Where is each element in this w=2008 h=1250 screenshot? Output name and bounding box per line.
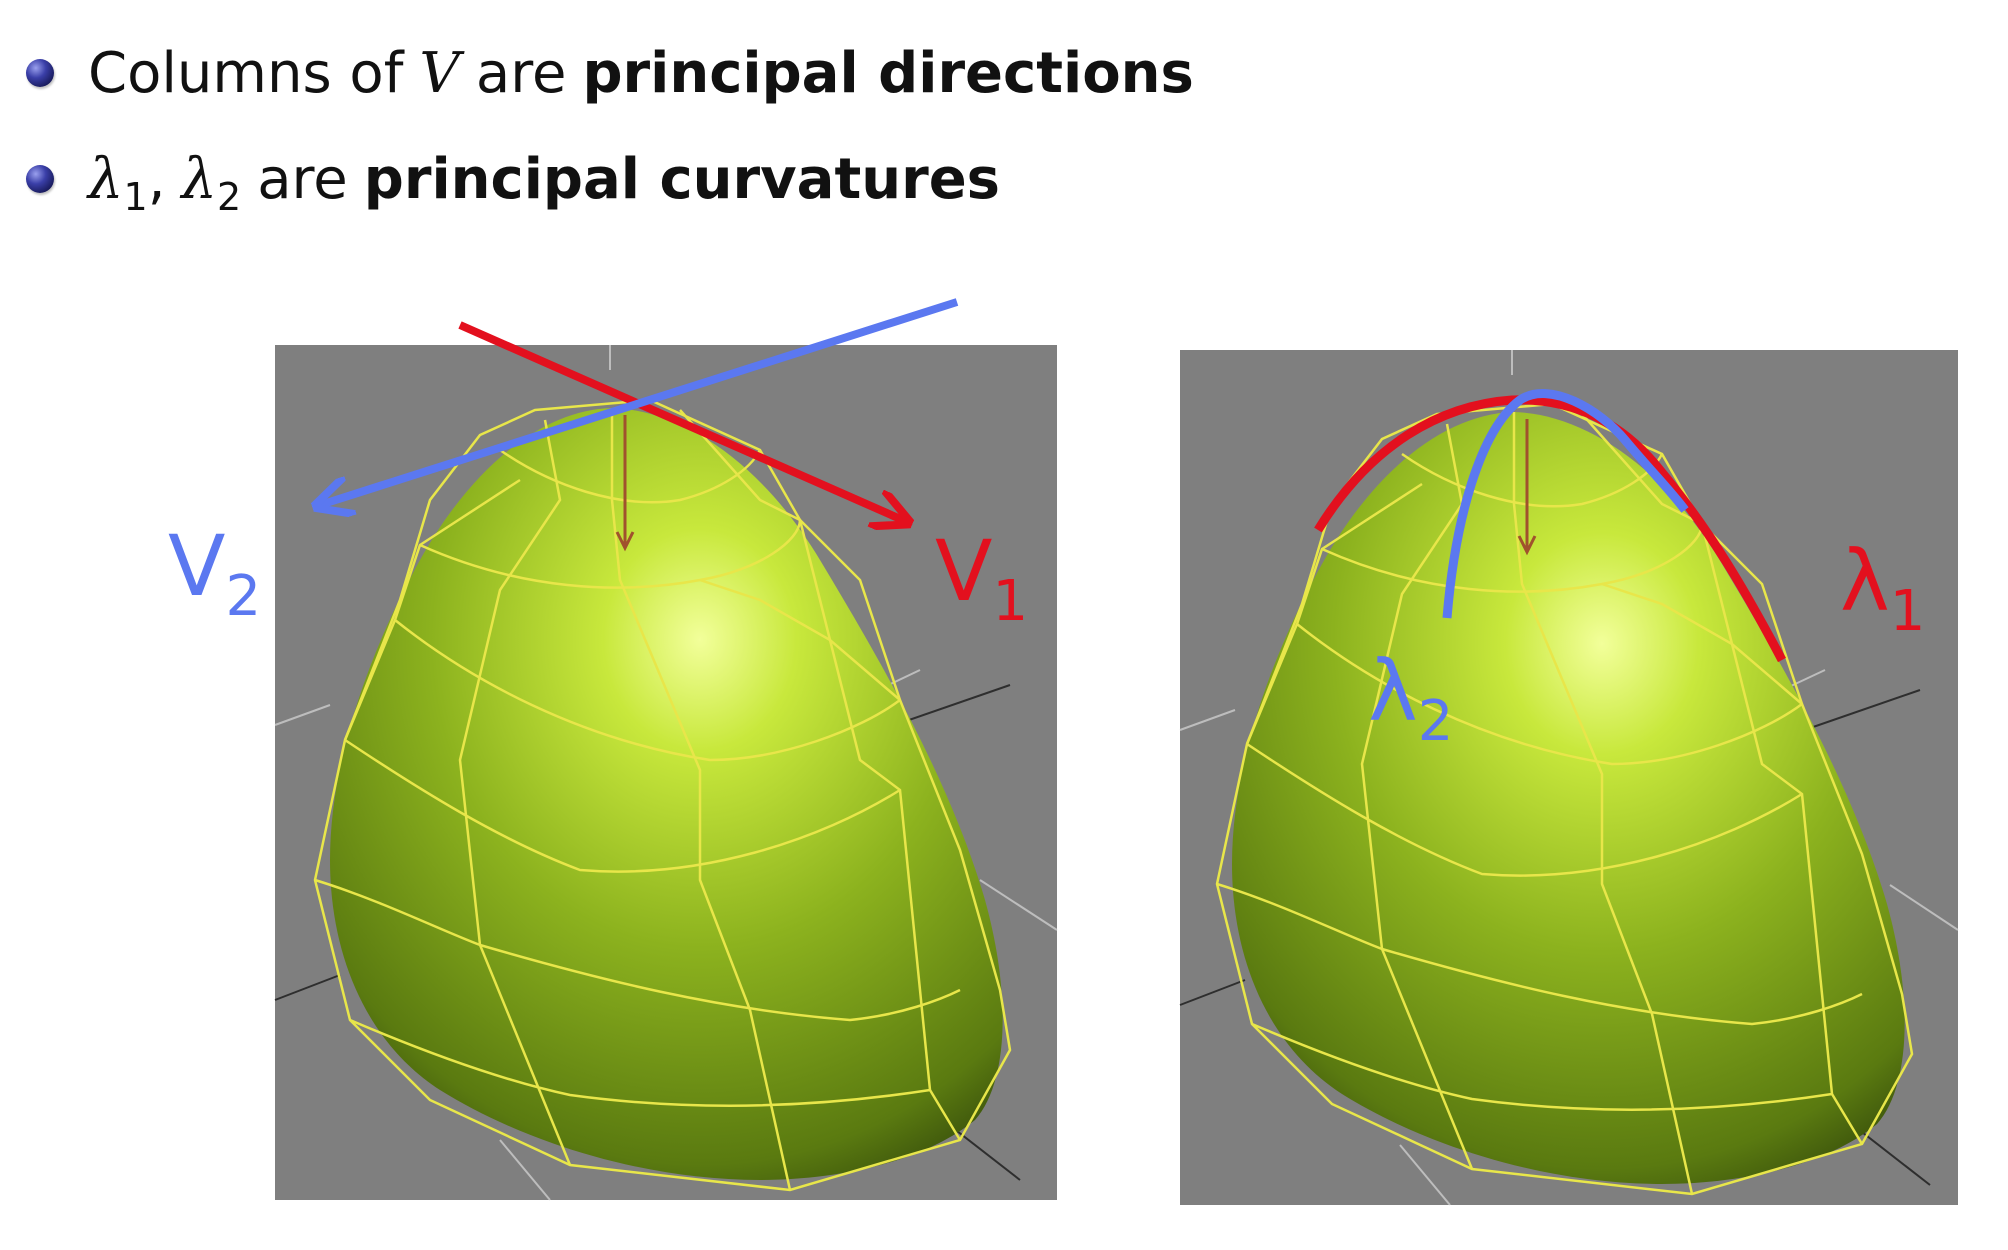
bullet-2-bold-term: principal curvatures (363, 146, 1001, 212)
lambda2-label: λ2 (1368, 642, 1453, 754)
lambda-2-symbol: λ2 (181, 146, 242, 219)
bullet-1-prefix: Columns of (88, 40, 404, 106)
bullet-2-separator: , (147, 146, 166, 212)
left-wireframe (313, 398, 1012, 1192)
bullet-1-bold-term: principal directions (582, 40, 1194, 106)
bullet-principal-curvatures: λ1 , λ2 are principal curvatures (26, 126, 1194, 232)
bullet-ball-icon (26, 165, 54, 193)
bullet-2-middle: are (257, 146, 348, 212)
lambda1-label: λ1 (1840, 532, 1925, 644)
lambda2-curvature-curve (1442, 389, 1689, 619)
bullet-ball-icon (26, 59, 54, 87)
v1-label: V1 (935, 522, 1028, 634)
bullet-1-middle: are (475, 40, 567, 106)
bullet-list: Columns of V are principal directions λ1… (26, 20, 1194, 232)
left-panel: V1 V2 (168, 298, 1058, 1201)
bullet-principal-directions: Columns of V are principal directions (26, 20, 1194, 126)
v2-direction-arrow (320, 298, 959, 505)
v1-direction-arrow (458, 321, 905, 521)
v2-label: V2 (168, 517, 261, 629)
lambda-1-symbol: λ1 (88, 146, 148, 219)
matrix-v-symbol: V (419, 40, 460, 106)
right-panel: λ1 λ2 (1179, 350, 1959, 1206)
